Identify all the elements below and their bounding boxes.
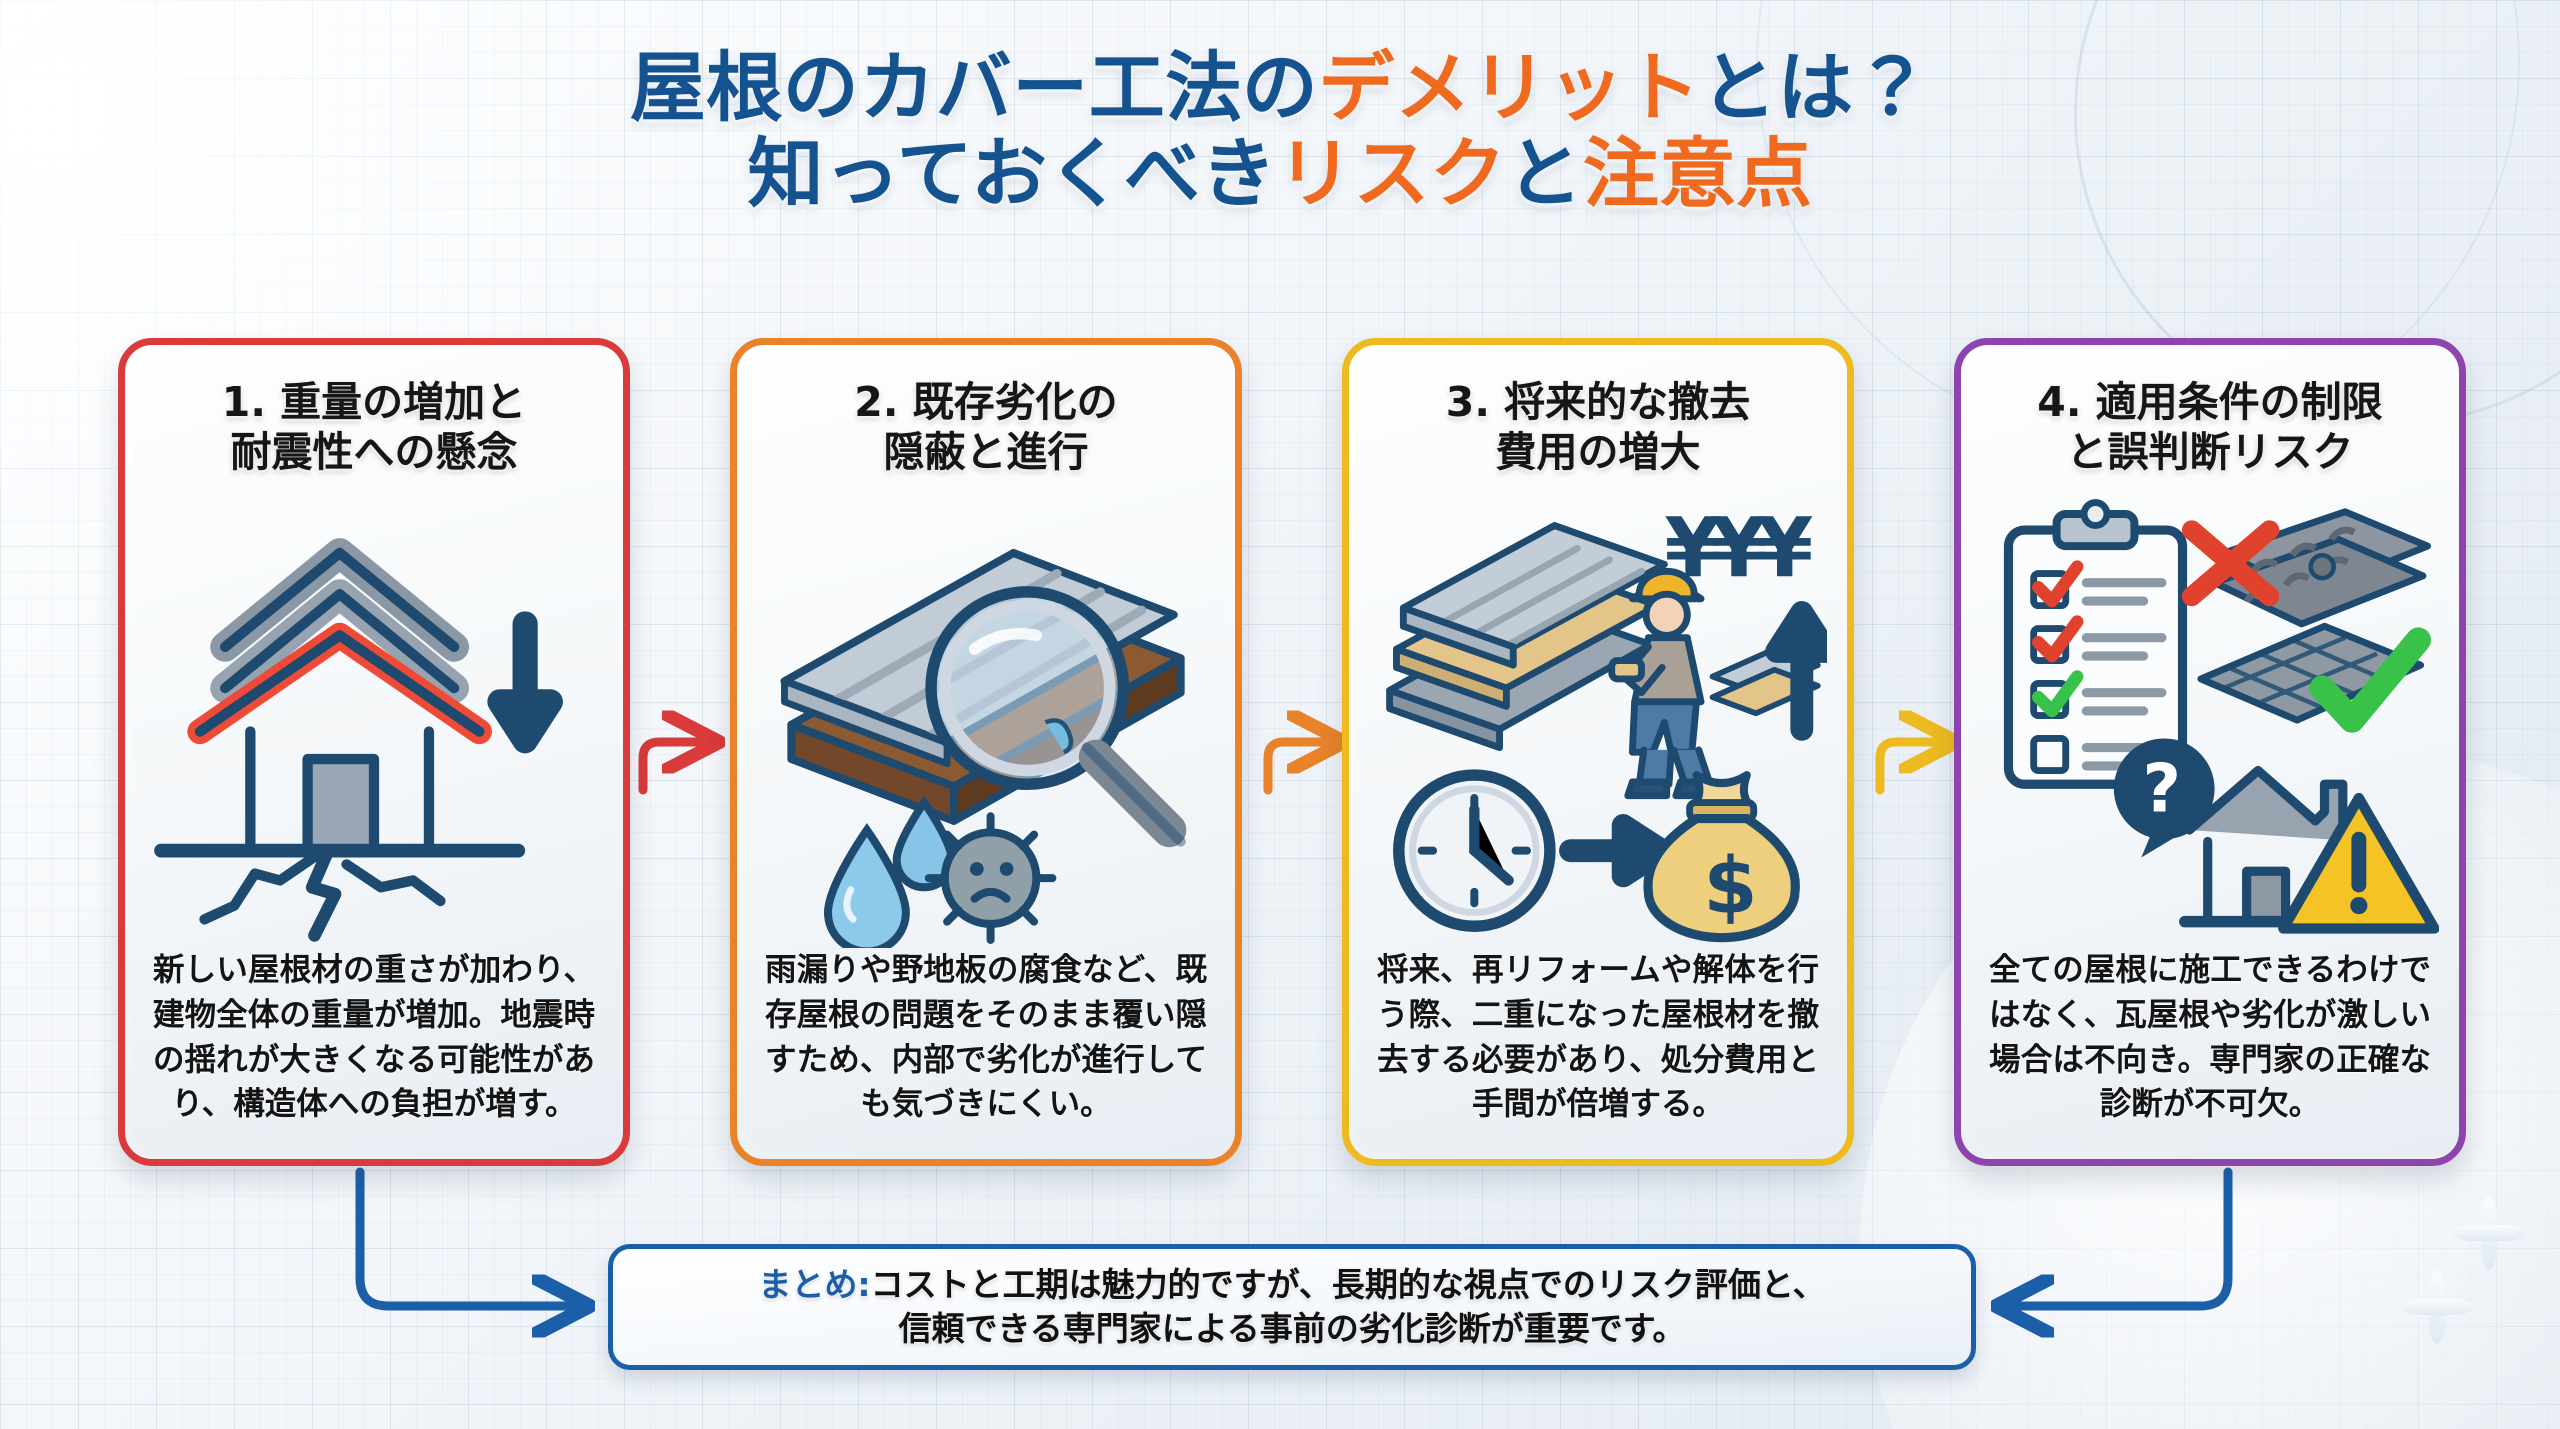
card-4-body: 全ての屋根に施工できるわけではなく、瓦屋根や劣化が激しい場合は不向き。専門家の正… — [1989, 952, 2431, 1123]
money-bag-icon: $ — [1643, 771, 1800, 943]
card-3-inner: 3. 将来的な撤去 費用の増大 — [1355, 351, 1841, 1153]
svg-text:¥: ¥ — [1756, 500, 1813, 596]
title2-segment-blue-b: と — [1506, 128, 1583, 218]
card-2-icon-group — [780, 548, 1187, 949]
svg-text:¥: ¥ — [1710, 500, 1767, 596]
summary-label: まとめ: — [758, 1264, 871, 1304]
summary-text: まとめ:コストと工期は魅力的ですが、長期的な視点でのリスク評価と、 信頼できる専… — [758, 1263, 1825, 1351]
title2-segment-orange-b: 注意点 — [1582, 128, 1813, 218]
water-drop-icon — [823, 795, 956, 949]
card-3-body: 将来、再リフォームや解体を行う際、二重になった屋根材を撤去する必要があり、処分費… — [1377, 952, 1819, 1123]
card-1-weight-increase[interactable]: 1. 重量の増加と 耐震性への懸念 — [118, 338, 630, 1166]
mold-germ-icon — [924, 812, 1057, 945]
title2-segment-blue-a: 知っておくべき — [747, 128, 1277, 218]
card-4-title: 4. 適用条件の制限 と誤判断リスク — [2037, 378, 2383, 477]
card-4-applicability-limits[interactable]: 4. 適用条件の制限 と誤判断リスク — [1954, 338, 2466, 1166]
warning-triangle-icon — [2278, 792, 2439, 934]
red-check-2-icon — [2031, 615, 2084, 663]
house-door-icon — [302, 753, 380, 856]
red-check-1-icon — [2031, 560, 2084, 608]
stacked-roof-layers-icon — [1386, 522, 1668, 752]
title2-segment-orange-a: リスク — [1276, 128, 1507, 218]
green-check-large-icon — [2309, 627, 2431, 733]
card-3-illustration: ¥ ¥ ¥ — [1369, 483, 1827, 948]
green-check-icon — [2031, 670, 2084, 718]
card-2-inner: 2. 既存劣化の 隠蔽と進行 — [743, 351, 1229, 1153]
magnifier-icon — [925, 586, 1187, 848]
up-arrow-icon — [1765, 601, 1827, 741]
card-3-removal-cost[interactable]: 3. 将来的な撤去 費用の増大 — [1342, 338, 1854, 1166]
card-3-title: 3. 将来的な撤去 費用の増大 — [1445, 378, 1751, 477]
card-4-inner: 4. 適用条件の制限 と誤判断リスク — [1967, 351, 2453, 1153]
yen-symbols-icon: ¥ ¥ ¥ — [1664, 500, 1813, 596]
ground-crack-icon — [305, 844, 342, 942]
title-segment-blue-b: とは？ — [1700, 43, 1931, 133]
card-2-illustration — [757, 483, 1215, 949]
right-arrow-icon — [1559, 814, 1674, 888]
clipboard-checklist-icon — [2003, 499, 2188, 789]
title-segment-blue-a: 屋根のカバー工法の — [629, 43, 1319, 133]
house-icon — [245, 726, 435, 856]
card-2-body: 雨漏りや野地板の腐食など、既存屋根の問題をそのまま覆い隠すため、内部で劣化が進行… — [765, 952, 1207, 1123]
svg-text:$: $ — [1703, 842, 1757, 932]
page-title: 屋根のカバー工法のデメリットとは？ 知っておくべきリスクと注意点 — [0, 45, 2560, 215]
card-4-icon-group: ? — [2003, 499, 2439, 934]
card-1-illustration — [145, 483, 603, 948]
card-1-inner: 1. 重量の増加と 耐震性への懸念 — [131, 351, 617, 1153]
card-3-icon-group: ¥ ¥ ¥ — [1386, 500, 1827, 943]
down-arrow-icon — [487, 611, 563, 754]
card-4-illustration: ? — [1981, 483, 2439, 948]
summary-line-1: コストと工期は魅力的ですが、長期的な視点でのリスク評価と、 — [870, 1264, 1826, 1304]
card-1-body: 新しい屋根材の重さが加わり、建物全体の重量が増加。地震時の揺れが大きくなる可能性… — [153, 952, 595, 1123]
question-bubble-icon: ? — [2113, 738, 2215, 858]
page-title-line-2: 知っておくべきリスクと注意点 — [0, 128, 2560, 218]
clock-icon — [1393, 769, 1556, 932]
page-title-line-1: 屋根のカバー工法のデメリットとは？ — [0, 45, 2560, 130]
slate-roof-icon — [2197, 622, 2425, 724]
card-2-title: 2. 既存劣化の 隠蔽と進行 — [854, 378, 1118, 477]
card-1-icon-group — [154, 538, 563, 942]
summary-box: まとめ:コストと工期は魅力的ですが、長期的な視点でのリスク評価と、 信頼できる専… — [608, 1244, 1976, 1370]
svg-text:¥: ¥ — [1664, 500, 1721, 596]
svg-text:?: ? — [2142, 750, 2181, 828]
red-x-icon — [2181, 520, 2280, 607]
title-segment-orange: デメリット — [1318, 43, 1701, 133]
card-1-title: 1. 重量の増加と 耐震性への懸念 — [221, 378, 527, 477]
card-2-hidden-deterioration[interactable]: 2. 既存劣化の 隠蔽と進行 — [730, 338, 1242, 1166]
summary-line-2: 信頼できる専門家による事前の劣化診断が重要です。 — [898, 1309, 1686, 1348]
worker-icon — [1608, 567, 1719, 800]
